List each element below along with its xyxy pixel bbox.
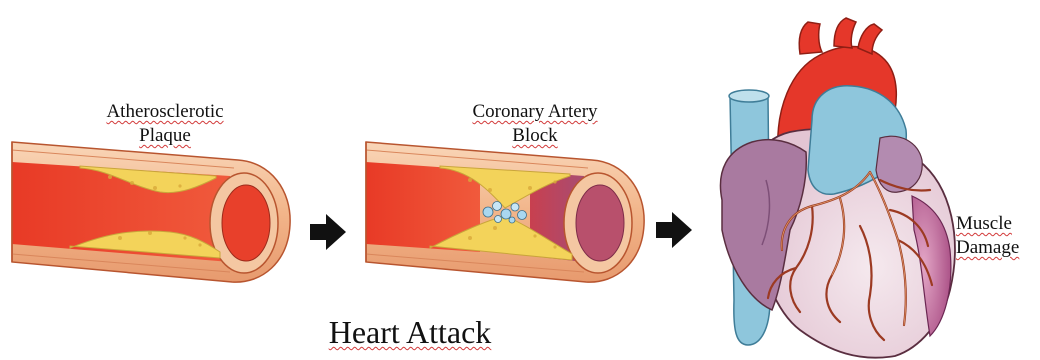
artery-plaque-illustration (12, 142, 290, 282)
diagram-title: Heart Attack (250, 312, 570, 352)
label-coronary-artery-block: Coronary Artery Block (430, 100, 640, 148)
artery-blocked-illustration (366, 142, 644, 282)
label-line-1: Atherosclerotic (60, 100, 270, 124)
heart-illustration (720, 18, 954, 358)
label-atherosclerotic-plaque: Atherosclerotic Plaque (60, 100, 270, 148)
arrow-right-icon (656, 212, 692, 248)
label-line-2: Damage (956, 236, 1040, 260)
label-line-2: Plaque (60, 124, 270, 148)
label-line-1: Muscle (956, 212, 1040, 236)
label-line-2: Block (430, 124, 640, 148)
label-muscle-damage: Muscle Damage (956, 212, 1040, 260)
label-line-1: Coronary Artery (430, 100, 640, 124)
arrow-right-icon (310, 214, 346, 250)
